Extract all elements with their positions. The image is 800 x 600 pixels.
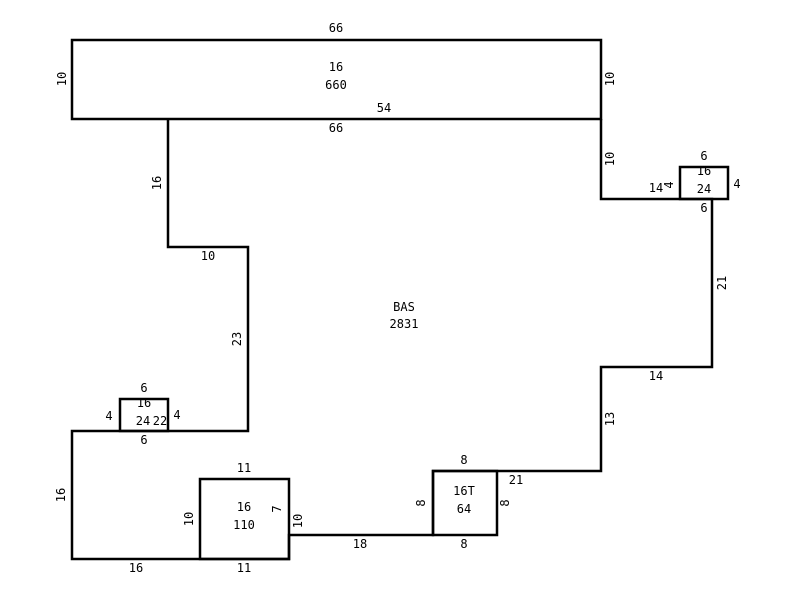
bottom-mid-area-value: 64 [457,502,471,516]
top-area-code: 16 [329,60,343,74]
dim-rbox-right: 4 [733,177,740,191]
dim-left-upper: 16 [150,176,164,190]
dim-lbox-extra: 22 [153,414,167,428]
main-area-value: 2831 [390,317,419,331]
dim-top-bottom: 66 [329,121,343,135]
dim-blbox-bottom: 11 [237,561,251,575]
dim-right-step-v: 13 [603,412,617,426]
dim-rbox-bottom: 6 [700,201,707,215]
dim-blbox-right-in: 7 [270,505,284,512]
right-area-value: 24 [697,182,711,196]
dim-left-rise: 23 [230,332,244,346]
bottom-left-area-code: 16 [237,500,251,514]
left-box-outline [118,397,170,433]
dim-lbox-left: 4 [105,409,112,423]
top-area-value: 660 [325,78,347,92]
dim-lbox-right: 4 [173,408,180,422]
dim-mbox-bottom: 8 [460,537,467,551]
dim-rbox-left: 4 [662,181,676,188]
dim-blbox-right: 10 [291,514,305,528]
bottom-left-area-value: 110 [233,518,255,532]
dim-rbox-top: 6 [700,149,707,163]
dim-mbox-right: 8 [498,499,512,506]
dim-blbox-top: 11 [237,461,251,475]
dim-lbox-bottom: 6 [140,433,147,447]
dim-bottom-run: 18 [353,537,367,551]
dim-top-top: 66 [329,21,343,35]
dim-bottom-left-run: 16 [129,561,143,575]
dim-mbox-top: 8 [460,453,467,467]
dim-left-step: 10 [201,249,215,263]
bottom-mid-box-outline [431,469,499,537]
dim-right-run: 14 [649,181,663,195]
right-area-code: 16 [697,164,711,178]
left-area-code: 16 [137,396,151,410]
bottom-left-box-outline [198,477,291,561]
dim-blbox-left: 10 [182,512,196,526]
top-room-outline [70,38,603,121]
dim-lbox-top: 6 [140,381,147,395]
right-box-outline [678,165,730,201]
dim-mbox-left: 8 [414,499,428,506]
dim-right-step: 14 [649,369,663,383]
dim-top-inner: 54 [377,101,391,115]
dim-right-drop: 10 [603,152,617,166]
left-area-value: 24 [136,414,150,428]
dim-right-long: 21 [715,276,729,290]
dim-top-left: 10 [55,72,69,86]
dim-mid-run: 21 [509,473,523,487]
dim-left-wall: 16 [54,488,68,502]
bottom-mid-area-code: 16T [453,484,475,498]
main-area-code: BAS [393,300,415,314]
dim-top-right: 10 [603,72,617,86]
main-area-outline [70,119,714,561]
